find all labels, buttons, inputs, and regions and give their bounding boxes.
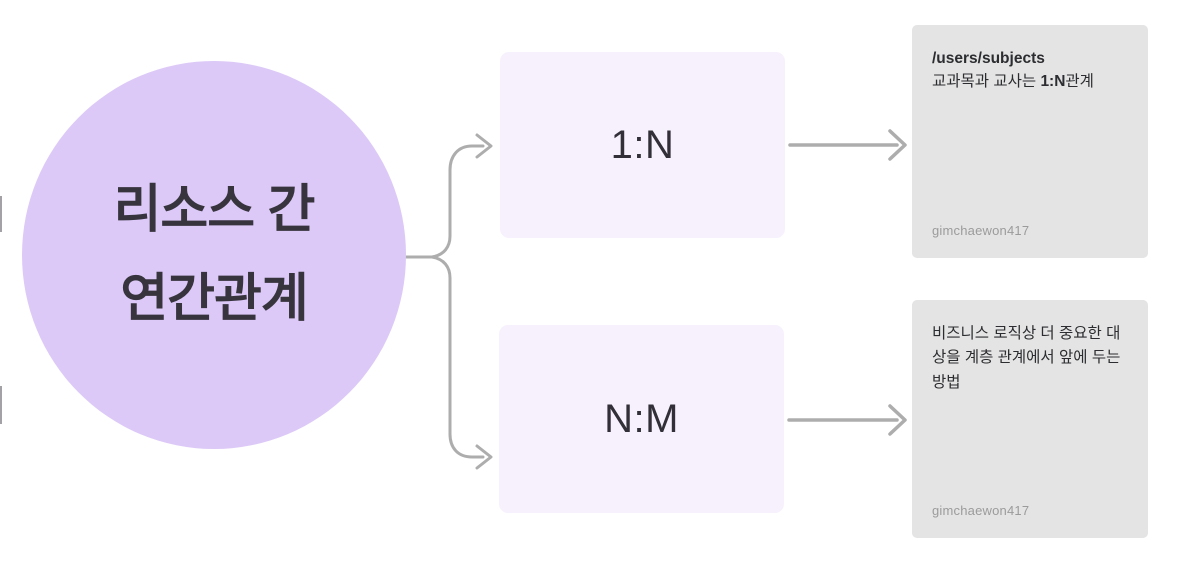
- note-author: gimchaewon417: [932, 503, 1030, 518]
- branch-node-1n[interactable]: 1:N: [500, 52, 785, 238]
- root-label-line-2: 연간관계: [120, 270, 308, 328]
- root-label-line-1: 리소스 간: [113, 180, 316, 239]
- clipped-text-fragment: [0, 386, 2, 424]
- branch-node-nm[interactable]: N:M: [499, 325, 784, 513]
- note-body-bold-text: 1:N: [1040, 73, 1066, 91]
- arrow-branch1-to-note1: [788, 129, 907, 161]
- arrow-head-icon: [475, 444, 493, 470]
- root-node[interactable]: 리소스 간 연간관계: [22, 61, 406, 449]
- branch-label: 1:N: [610, 122, 675, 167]
- arrow-head-icon: [475, 133, 493, 159]
- note-card[interactable]: 비즈니스 로직상 더 중요한 대상을 계층 관계에서 앞에 두는 방법 gimc…: [912, 300, 1148, 538]
- note-body: 비즈니스 로직상 더 중요한 대상을 계층 관계에서 앞에 두는 방법: [932, 325, 1121, 391]
- note-author: gimchaewon417: [932, 223, 1030, 238]
- note-title: /users/subjects: [932, 50, 1045, 67]
- note-card[interactable]: /users/subjects 교과목과 교사는 1:N관계 gimchaewo…: [912, 25, 1148, 258]
- note-body-text: 교과목과 교사는: [932, 73, 1041, 91]
- arrow-head-icon: [888, 129, 907, 161]
- branch-label: N:M: [604, 396, 679, 441]
- clipped-text-fragment: [0, 196, 2, 232]
- note-body-text: 관계: [1065, 73, 1094, 91]
- note-body: 교과목과 교사는 1:N관계: [932, 70, 1128, 94]
- root-node-label: 리소스 간 연간관계: [113, 166, 316, 345]
- branch-fork-connector: [404, 133, 493, 470]
- arrow-head-icon: [888, 404, 907, 436]
- arrow-branch2-to-note2: [787, 404, 907, 436]
